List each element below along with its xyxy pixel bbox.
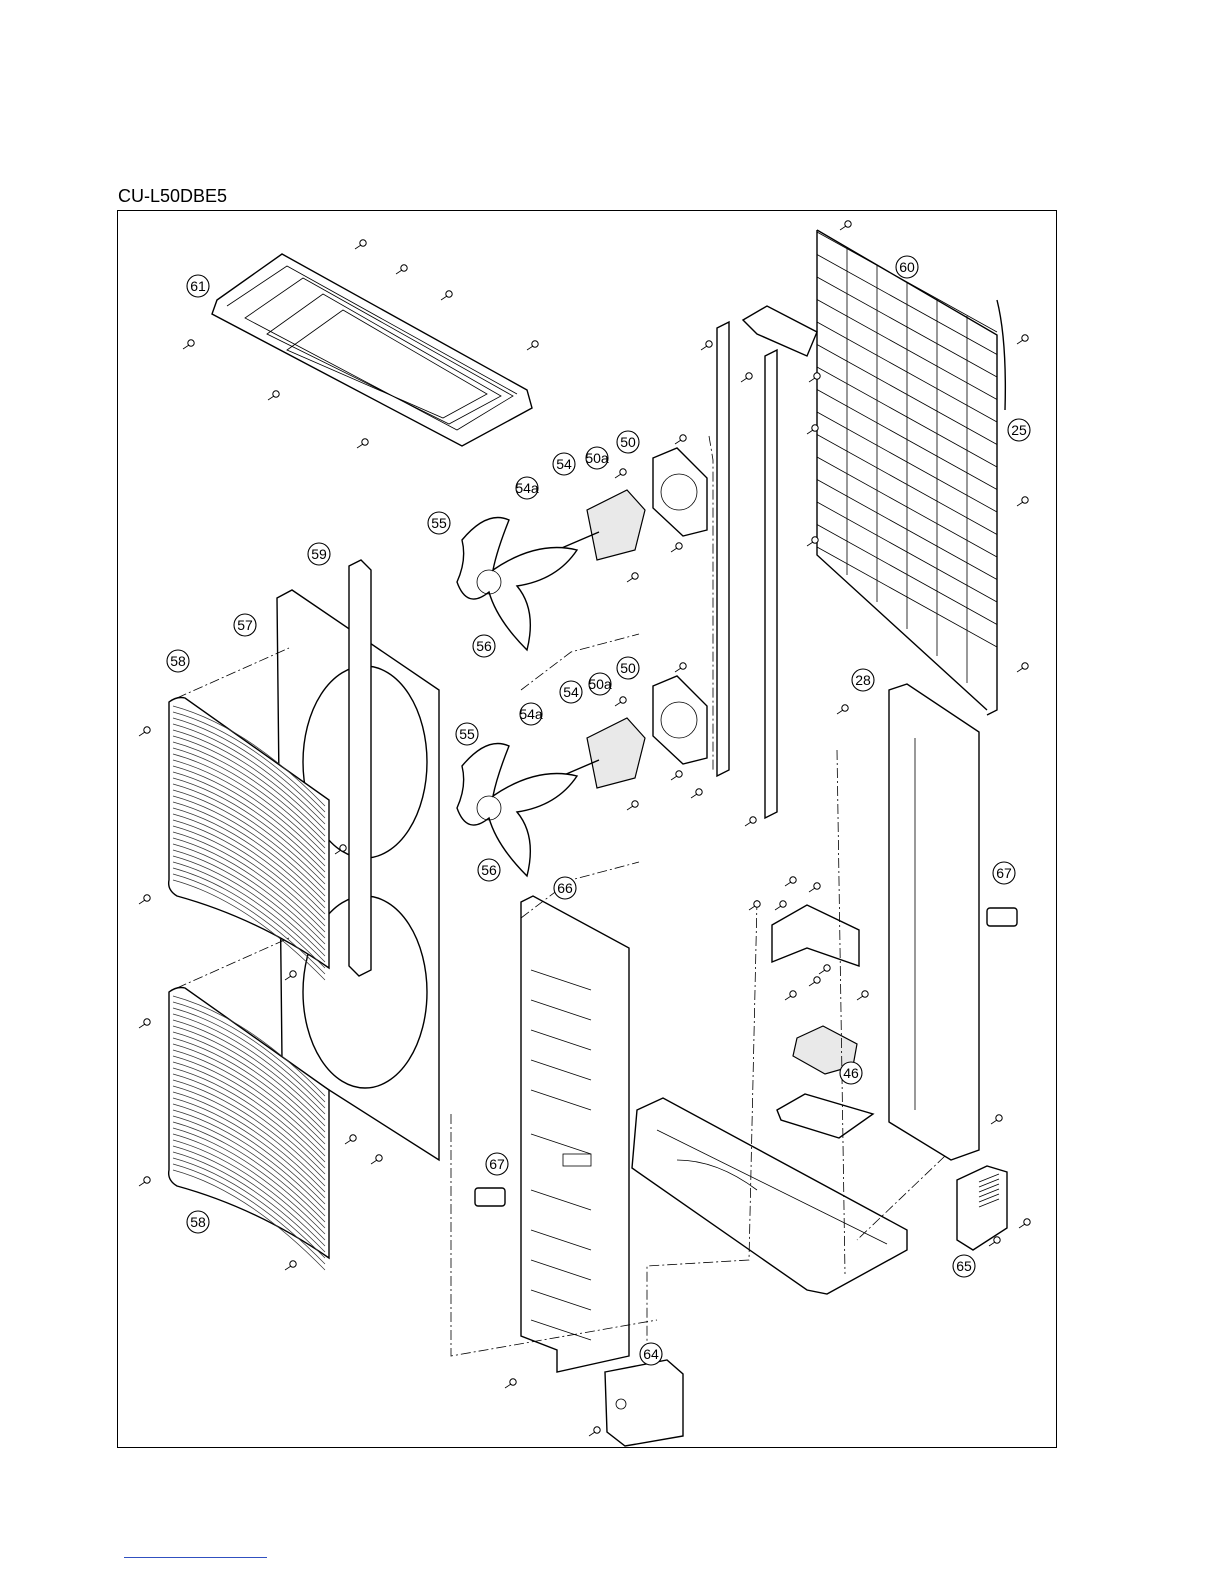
front-side-panel: [521, 896, 629, 1372]
part-callout: 25: [1008, 419, 1030, 441]
exploded-parts-diagram: 61 60 25 50 50a 54 54a 55 59 57 56 58 50 50a 54 54a 55 28…: [117, 210, 1057, 1448]
part-callout-label: 64: [643, 1346, 659, 1362]
part-callout: 60: [896, 256, 918, 278]
part-callout-label: 66: [557, 880, 573, 896]
part-callout: 55: [428, 512, 450, 534]
part-callout-label: 67: [996, 865, 1012, 881]
part-callout: 66: [554, 877, 576, 899]
part-callout: 54: [560, 681, 582, 703]
top-bracket: [743, 306, 817, 356]
part-callout-label: 55: [459, 726, 475, 742]
part-callout: 58: [167, 650, 189, 672]
part-callout: 67: [486, 1153, 508, 1175]
part-callout-label: 54a: [519, 706, 543, 722]
part-callout-label: 61: [190, 278, 206, 294]
part-callout: 54a: [515, 477, 539, 499]
part-callout-label: 50a: [588, 676, 612, 692]
handle-right: [987, 908, 1017, 926]
rear-wire-guard: [817, 230, 1005, 715]
part-callout: 46: [840, 1062, 862, 1084]
propeller-fan-upper: [457, 518, 577, 651]
part-callout: 54: [553, 453, 575, 475]
part-callout-label: 54a: [515, 480, 539, 496]
part-callout: 50: [617, 431, 639, 453]
motor-rail-left: [717, 322, 729, 776]
part-callout: 50: [617, 657, 639, 679]
part-callout-label: 60: [899, 259, 915, 275]
part-callout: 50a: [588, 673, 612, 695]
part-callout-label: 56: [476, 638, 492, 654]
part-callout: 55: [456, 723, 478, 745]
part-callout-label: 67: [489, 1156, 505, 1172]
rear-side-panel: [889, 684, 979, 1160]
part-callout: 28: [852, 669, 874, 691]
part-callout-label: 50a: [585, 450, 609, 466]
footer-rule: [124, 1557, 267, 1558]
model-title: CU-L50DBE5: [118, 186, 227, 207]
part-callout: 58: [187, 1211, 209, 1233]
part-callout: 50a: [585, 447, 609, 469]
part-callout-label: 58: [190, 1214, 206, 1230]
part-callout-label: 65: [956, 1258, 972, 1274]
part-callout-label: 50: [620, 660, 636, 676]
part-callout: 54a: [519, 703, 543, 725]
propeller-fan-lower: [457, 744, 577, 877]
part-callout-label: 54: [556, 456, 572, 472]
part-callout-label: 28: [855, 672, 871, 688]
part-callout: 64: [640, 1343, 662, 1365]
part-callout: 56: [473, 635, 495, 657]
front-pillar: [349, 560, 371, 976]
handle-left: [475, 1188, 505, 1206]
part-callout-label: 59: [311, 546, 327, 562]
pcb-tray: [777, 1094, 873, 1138]
part-callout: 59: [308, 543, 330, 565]
part-callout: 56: [478, 859, 500, 881]
motor-rail-right: [765, 350, 777, 818]
part-callout-label: 25: [1011, 422, 1027, 438]
part-callout: 57: [234, 614, 256, 636]
part-callout-label: 46: [843, 1065, 859, 1081]
part-callout-label: 50: [620, 434, 636, 450]
motor-bracket-upper: [653, 448, 707, 536]
part-callout: 67: [993, 862, 1015, 884]
part-callout-label: 55: [431, 515, 447, 531]
corner-cover: [605, 1360, 683, 1446]
control-box-cover: [772, 905, 859, 966]
part-callout-label: 54: [563, 684, 579, 700]
motor-bracket-lower: [653, 676, 707, 764]
part-callout: 61: [187, 275, 209, 297]
part-callout-label: 56: [481, 862, 497, 878]
top-panel: [212, 254, 532, 446]
part-callout-label: 58: [170, 653, 186, 669]
part-callout: 65: [953, 1255, 975, 1277]
part-callout-label: 57: [237, 617, 253, 633]
